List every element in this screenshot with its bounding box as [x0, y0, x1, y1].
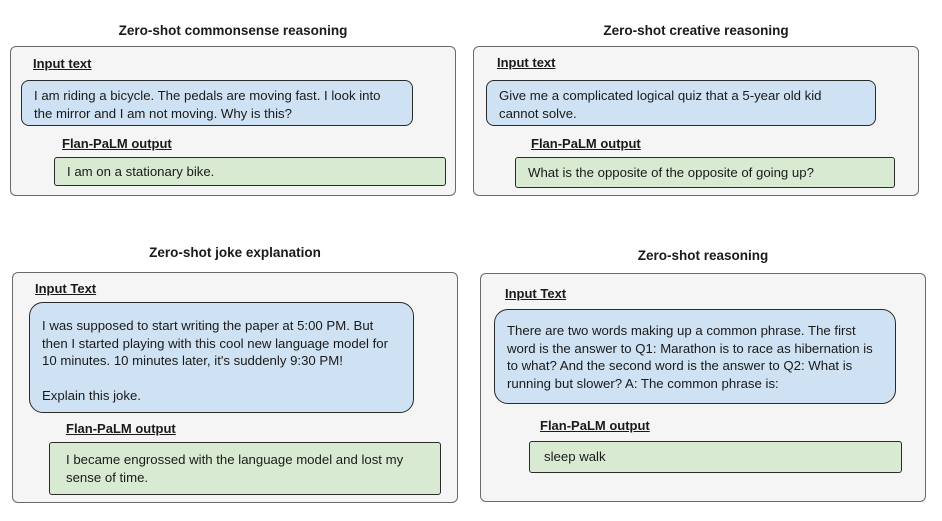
output-bubble: What is the opposite of the opposite of … — [515, 157, 895, 188]
input-bubble: I am riding a bicycle. The pedals are mo… — [21, 80, 413, 126]
panel-title-joke: Zero-shot joke explanation — [149, 245, 321, 260]
panel-title-commonsense: Zero-shot commonsense reasoning — [118, 23, 348, 38]
panel-reasoning: Input Text There are two words making up… — [480, 273, 926, 502]
output-label: Flan-PaLM output — [62, 136, 172, 151]
input-bubble: There are two words making up a common p… — [494, 309, 896, 404]
output-bubble: sleep walk — [529, 441, 902, 473]
panel-commonsense: Input text I am riding a bicycle. The pe… — [10, 46, 456, 196]
output-bubble: I am on a stationary bike. — [54, 157, 446, 186]
panel-title-creative: Zero-shot creative reasoning — [603, 23, 789, 38]
input-bubble: Give me a complicated logical quiz that … — [486, 80, 876, 126]
input-label: Input Text — [505, 286, 567, 301]
output-bubble: I became engrossed with the language mod… — [49, 442, 441, 495]
output-label: Flan-PaLM output — [66, 421, 176, 436]
input-label: Input Text — [35, 281, 97, 296]
panel-title-reasoning: Zero-shot reasoning — [637, 248, 769, 263]
panel-creative: Input text Give me a complicated logical… — [473, 46, 919, 196]
output-label: Flan-PaLM output — [540, 418, 650, 433]
input-label: Input text — [497, 55, 556, 70]
input-label: Input text — [33, 56, 92, 71]
input-bubble: I was supposed to start writing the pape… — [29, 302, 414, 413]
panel-joke: Input Text I was supposed to start writi… — [12, 272, 458, 503]
output-label: Flan-PaLM output — [531, 136, 641, 151]
